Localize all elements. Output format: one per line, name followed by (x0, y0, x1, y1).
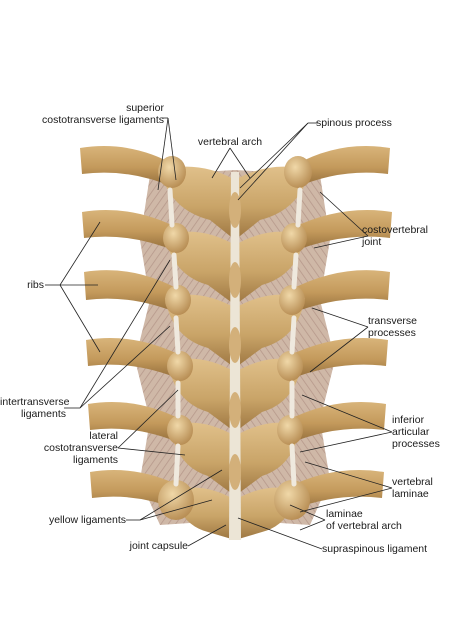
label-yellow-ligaments: yellow ligaments (48, 514, 126, 526)
label-vertebral-arch: vertebral arch (197, 136, 263, 148)
knob-l6 (158, 480, 194, 520)
knob-l1 (158, 156, 186, 188)
left-rib-3 (84, 270, 180, 314)
spinous-processes (229, 192, 241, 490)
right-rib-6 (286, 470, 384, 512)
knob-l5 (167, 415, 193, 445)
knob-r1 (284, 156, 312, 188)
right-rib-2 (292, 210, 392, 252)
knob-r2 (281, 223, 307, 253)
right-rib-1 (295, 146, 390, 188)
knob-r5 (277, 415, 303, 445)
label-lateral-costotransverse-ligaments: lateral costotransverse ligaments (43, 430, 118, 466)
label-spinous-process: spinous process (316, 117, 392, 129)
leader-lines (45, 117, 393, 550)
label-superior-costotransverse-ligaments: superior costotransverse ligaments (42, 102, 164, 126)
label-joint-capsule: joint capsule (129, 540, 188, 552)
label-laminae-of-vertebral-arch: laminae of vertebral arch (326, 508, 402, 532)
right-rib-3 (290, 270, 390, 314)
left-rib-5 (88, 402, 182, 444)
intertransverse-ligament-bands (167, 187, 303, 487)
knob-l3 (165, 285, 191, 315)
label-inferior-articular-processes: inferior articular processes (392, 414, 440, 450)
knob-l4 (167, 351, 193, 381)
right-rib-5 (288, 402, 386, 444)
label-vertebral-laminae: vertebral laminae (392, 476, 433, 500)
left-rib-1 (80, 146, 175, 188)
label-costovertebral-joint: costovertebral joint (362, 224, 428, 248)
left-rib-2 (82, 210, 178, 252)
label-ribs: ribs (27, 279, 44, 291)
knob-r6 (274, 480, 310, 520)
knob-r4 (277, 351, 303, 381)
knob-l2 (163, 223, 189, 253)
label-transverse-processes: transverse processes (368, 315, 418, 339)
label-intertransverse-ligaments: intertransverse ligaments (0, 396, 70, 420)
knob-r3 (279, 285, 305, 315)
label-supraspinous-ligament: supraspinous ligament (322, 543, 428, 555)
